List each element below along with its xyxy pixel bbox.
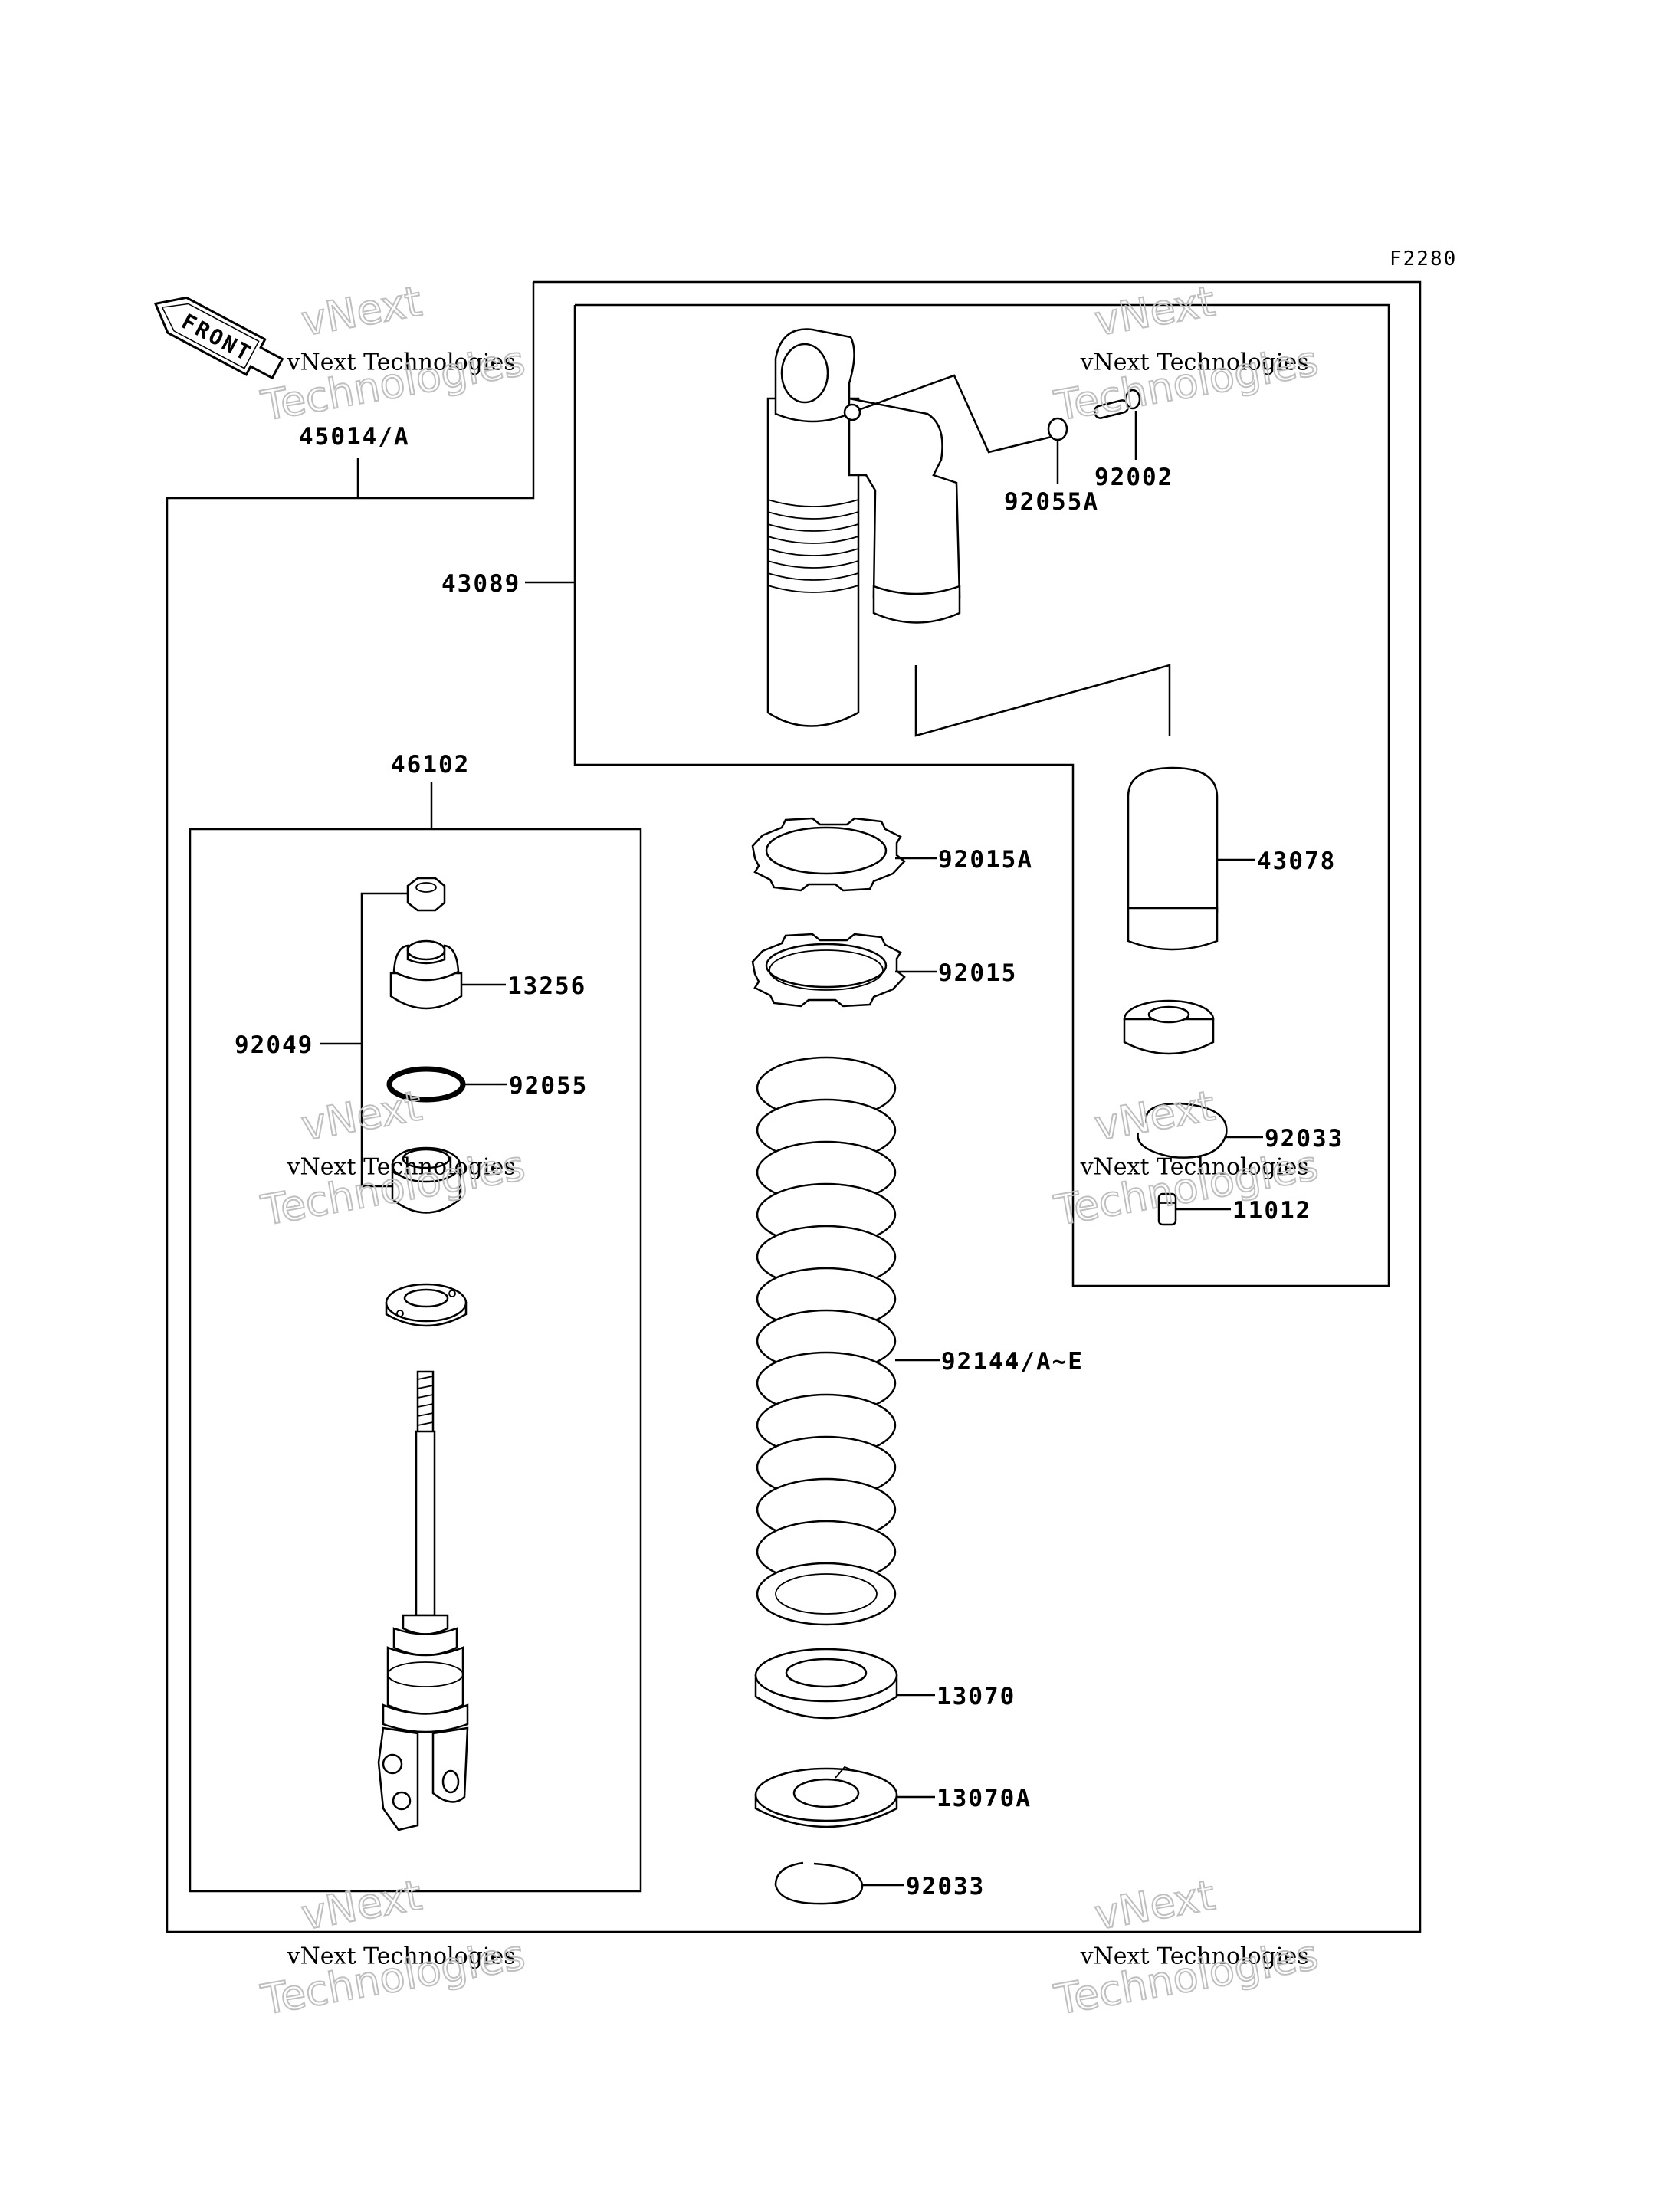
valve-11012: [1157, 1192, 1231, 1226]
label-43089: 43089: [441, 570, 520, 598]
reservoir-cap: [1123, 999, 1215, 1055]
label-13256: 13256: [507, 972, 586, 1000]
bolt-92002: [1093, 389, 1141, 460]
svg-text:vNext: vNext: [1091, 277, 1219, 345]
watermark-bottom-right: vNext vNext Technologies Technologies: [1050, 1870, 1323, 2025]
locknut-92015A: [751, 817, 937, 892]
label-92144: 92144/A~E: [941, 1348, 1084, 1376]
label-13070A: 13070A: [937, 1785, 1032, 1812]
watermark-top-left: vNext vNext Technologies Technologies: [257, 276, 530, 431]
svg-text:vNext Technologies: vNext Technologies: [287, 349, 516, 376]
label-13070: 13070: [937, 1683, 1016, 1710]
front-arrow-icon: FRONT: [153, 296, 284, 380]
svg-text:vNext Technologies: vNext Technologies: [287, 1154, 516, 1181]
label-92033-bottom: 92033: [906, 1873, 985, 1900]
label-92049: 92049: [235, 1031, 313, 1059]
label-92055A: 92055A: [1004, 488, 1099, 516]
outer-assembly-boundary: [166, 280, 1422, 1933]
seal-head: [391, 1146, 461, 1214]
damper-rod: [377, 1370, 469, 1831]
label-92015A: 92015A: [938, 846, 1033, 874]
bumper-13256: [389, 939, 506, 1010]
watermark-bottom-left: vNext vNext Technologies Technologies: [257, 1870, 530, 2025]
svg-text:vNext: vNext: [298, 1871, 425, 1939]
label-43078: 43078: [1257, 848, 1336, 875]
svg-text:vNext: vNext: [1091, 1081, 1219, 1149]
damper-rod-subassembly-boundary: [189, 828, 642, 1893]
svg-text:vNext Technologies: vNext Technologies: [287, 1943, 516, 1970]
circlip-92033-top: [1137, 1102, 1263, 1159]
shock-body-subassembly-boundary: [573, 303, 1390, 1287]
svg-text:vNext: vNext: [298, 277, 425, 345]
watermark-top-right: vNext vNext Technologies Technologies: [1050, 276, 1323, 431]
shock-body-cylinder: [766, 328, 961, 727]
rod-nut: [406, 877, 446, 912]
rod-washer: [385, 1283, 468, 1327]
svg-text:vNext: vNext: [298, 1081, 425, 1149]
svg-text:vNext Technologies: vNext Technologies: [1080, 1154, 1309, 1181]
label-92055: 92055: [509, 1072, 588, 1100]
oring-92055A: [1047, 417, 1068, 484]
spring-seat-13070: [754, 1648, 935, 1720]
coil-spring-92144: [756, 1056, 940, 1626]
oring-92055: [386, 1066, 507, 1103]
reservoir-bladder-43078: [1127, 766, 1255, 951]
label-45014A: 45014/A: [299, 423, 410, 451]
svg-text:vNext Technologies: vNext Technologies: [1080, 349, 1309, 376]
label-92015: 92015: [938, 959, 1017, 987]
label-11012: 11012: [1232, 1197, 1311, 1225]
label-92033-top: 92033: [1265, 1125, 1344, 1153]
drawing-code: F2280: [1390, 248, 1457, 271]
svg-text:vNext: vNext: [1091, 1871, 1219, 1939]
adjuster-nut-92015: [751, 933, 937, 1008]
circlip-92033-bottom: [774, 1861, 904, 1905]
label-92002: 92002: [1094, 464, 1173, 491]
label-46102: 46102: [391, 751, 470, 779]
watermark-mid-left: vNext vNext Technologies Technologies: [257, 1080, 530, 1235]
spring-seat-13070A: [754, 1766, 935, 1828]
svg-text:vNext Technologies: vNext Technologies: [1080, 1943, 1309, 1970]
